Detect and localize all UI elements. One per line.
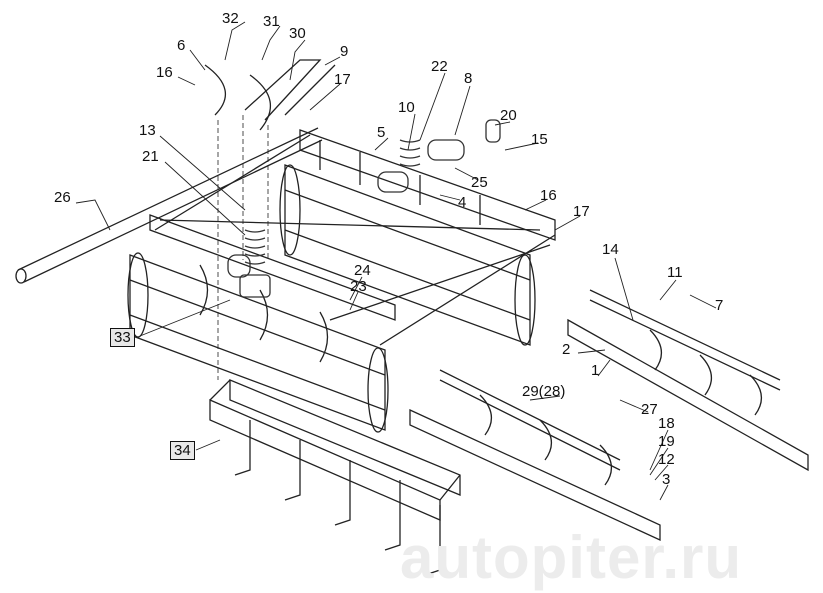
callout-20: 20 <box>500 107 517 124</box>
callout-31: 31 <box>263 13 280 30</box>
front-roller <box>127 214 396 433</box>
callout-17b: 17 <box>573 203 590 220</box>
upper-brackets <box>204 59 336 380</box>
callout-9: 9 <box>340 43 349 60</box>
callout-27: 27 <box>641 401 658 418</box>
callout-26: 26 <box>54 189 71 206</box>
callout-30: 30 <box>289 25 306 42</box>
callout-1: 1 <box>591 362 600 379</box>
leveling-boards <box>409 318 809 542</box>
callout-2: 2 <box>562 341 571 358</box>
callout-4: 4 <box>458 194 467 211</box>
leader-lines <box>75 21 717 501</box>
callout-6: 6 <box>177 37 186 54</box>
callout-19: 19 <box>658 433 675 450</box>
cultivator-frame-34 <box>209 379 461 576</box>
main-frame <box>154 134 556 346</box>
callout-5: 5 <box>377 124 386 141</box>
callout-17: 17 <box>334 71 351 88</box>
springs <box>227 119 501 298</box>
callout-14: 14 <box>602 241 619 258</box>
callout-16: 16 <box>156 64 173 81</box>
callout-34: 34 <box>170 441 195 460</box>
callout-33: 33 <box>110 328 135 347</box>
callout-10: 10 <box>398 99 415 116</box>
callout-15: 15 <box>531 131 548 148</box>
callout-8: 8 <box>464 70 473 87</box>
watermark: autopiter.ru <box>400 524 743 591</box>
callout-3: 3 <box>662 471 671 488</box>
callout-23: 23 <box>350 278 367 295</box>
callout-21: 21 <box>142 148 159 165</box>
callout-25: 25 <box>471 174 488 191</box>
rear-roller <box>279 129 556 346</box>
callout-22: 22 <box>431 58 448 75</box>
callout-13: 13 <box>139 122 156 139</box>
callout-11: 11 <box>667 264 683 281</box>
callout-24: 24 <box>354 262 371 279</box>
callout-16b: 16 <box>540 187 557 204</box>
callout-32: 32 <box>222 10 239 27</box>
callout-18: 18 <box>658 415 675 432</box>
callout-29-28: 29(28) <box>522 383 566 400</box>
tine-bars <box>439 289 781 486</box>
callout-12: 12 <box>658 451 675 468</box>
callout-7: 7 <box>715 297 724 314</box>
